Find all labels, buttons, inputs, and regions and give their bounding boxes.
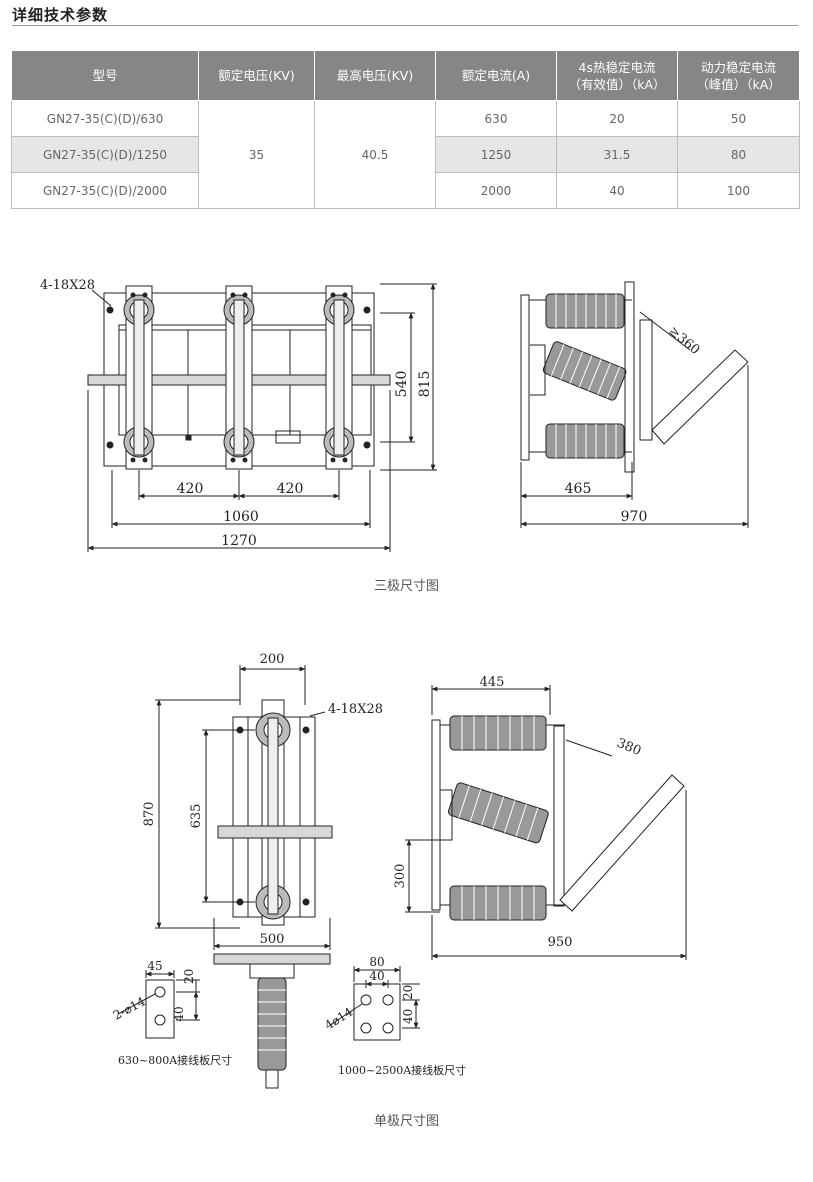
- dim-500: 500: [260, 932, 285, 947]
- dim-holes-1p: 4-18X28: [328, 702, 383, 717]
- dim-445: 445: [480, 675, 505, 690]
- cell-model: GN27-35(C)(D)/2000: [11, 172, 199, 209]
- plate2-dim-40b: 40: [401, 1009, 415, 1024]
- plate2-holes: 4⌀14: [322, 1005, 355, 1033]
- dim-200: 200: [260, 652, 285, 667]
- terminal-plate-1000-2500: [329, 966, 420, 1041]
- plate1-caption: 630~800A接线板尺寸: [118, 1053, 232, 1067]
- table-header-row: 型号 额定电压(KV) 最高电压(KV) 额定电流(A) 4s热稳定电流（有效值…: [11, 50, 800, 101]
- dim-815: 815: [417, 371, 433, 398]
- dim-950: 950: [548, 935, 573, 950]
- cell-current: 2000: [435, 172, 557, 209]
- single-pole-side-view: [405, 685, 687, 960]
- cell-current: 1250: [435, 136, 557, 173]
- terminal-plate-630-800: [117, 970, 200, 1039]
- header-rated-current: 额定电流(A): [435, 50, 557, 101]
- plate2-dim-20: 20: [401, 985, 415, 1000]
- three-pole-front-view: [87, 283, 437, 552]
- header-model: 型号: [11, 50, 199, 101]
- insulator-bottom-view: [213, 953, 331, 1089]
- cell-rated-voltage: 35: [198, 100, 315, 209]
- header-max-voltage: 最高电压(KV): [314, 50, 436, 101]
- dim-420-left: 420: [177, 481, 204, 497]
- cell-dynamic: 80: [677, 136, 800, 173]
- dim-465: 465: [565, 481, 592, 497]
- plate2-caption: 1000~2500A接线板尺寸: [338, 1063, 466, 1077]
- three-pole-caption: 三极尺寸图: [373, 579, 439, 594]
- plate2-dim-80: 80: [369, 955, 384, 969]
- dim-300: 300: [393, 864, 408, 889]
- dim-380: 380: [615, 736, 644, 759]
- dim-holes-3p: 4-18X28: [40, 278, 95, 293]
- cell-max-voltage: 40.5: [314, 100, 436, 209]
- three-pole-side-view: [520, 281, 749, 528]
- plate1-holes: 2-⌀14: [111, 994, 148, 1023]
- dim-870: 870: [142, 802, 157, 827]
- section-title: 详细技术参数: [12, 6, 109, 24]
- single-pole-front-view: [155, 665, 333, 950]
- dim-1270: 1270: [221, 533, 257, 549]
- dim-540: 540: [394, 371, 410, 398]
- header-thermal-current: 4s热稳定电流（有效值）（kA）: [556, 50, 678, 101]
- dim-1060: 1060: [223, 509, 259, 525]
- plate1-dim-20: 20: [182, 969, 196, 984]
- plate1-dim-40: 40: [172, 1006, 186, 1021]
- header-rated-voltage: 额定电压(KV): [198, 50, 315, 101]
- cell-thermal: 20: [556, 100, 678, 137]
- plate1-dim-45: 45: [147, 959, 162, 973]
- dim-635: 635: [189, 804, 204, 829]
- spec-table: 型号 额定电压(KV) 最高电压(KV) 额定电流(A) 4s热稳定电流（有效值…: [11, 50, 800, 209]
- single-pole-caption: 单极尺寸图: [373, 1114, 439, 1129]
- cell-model: GN27-35(C)(D)/1250: [11, 136, 199, 173]
- cell-dynamic: 100: [677, 172, 800, 209]
- cell-thermal: 40: [556, 172, 678, 209]
- section-divider: [12, 25, 798, 26]
- plate2-dim-40a: 40: [369, 969, 384, 983]
- dim-970: 970: [621, 509, 648, 525]
- header-dynamic-current: 动力稳定电流（峰值）（kA）: [677, 50, 800, 101]
- dim-360: ≥360: [665, 324, 702, 358]
- table-row: GN27-35(C)(D)/2000 2000 40 100: [11, 172, 800, 209]
- dim-420-right: 420: [277, 481, 304, 497]
